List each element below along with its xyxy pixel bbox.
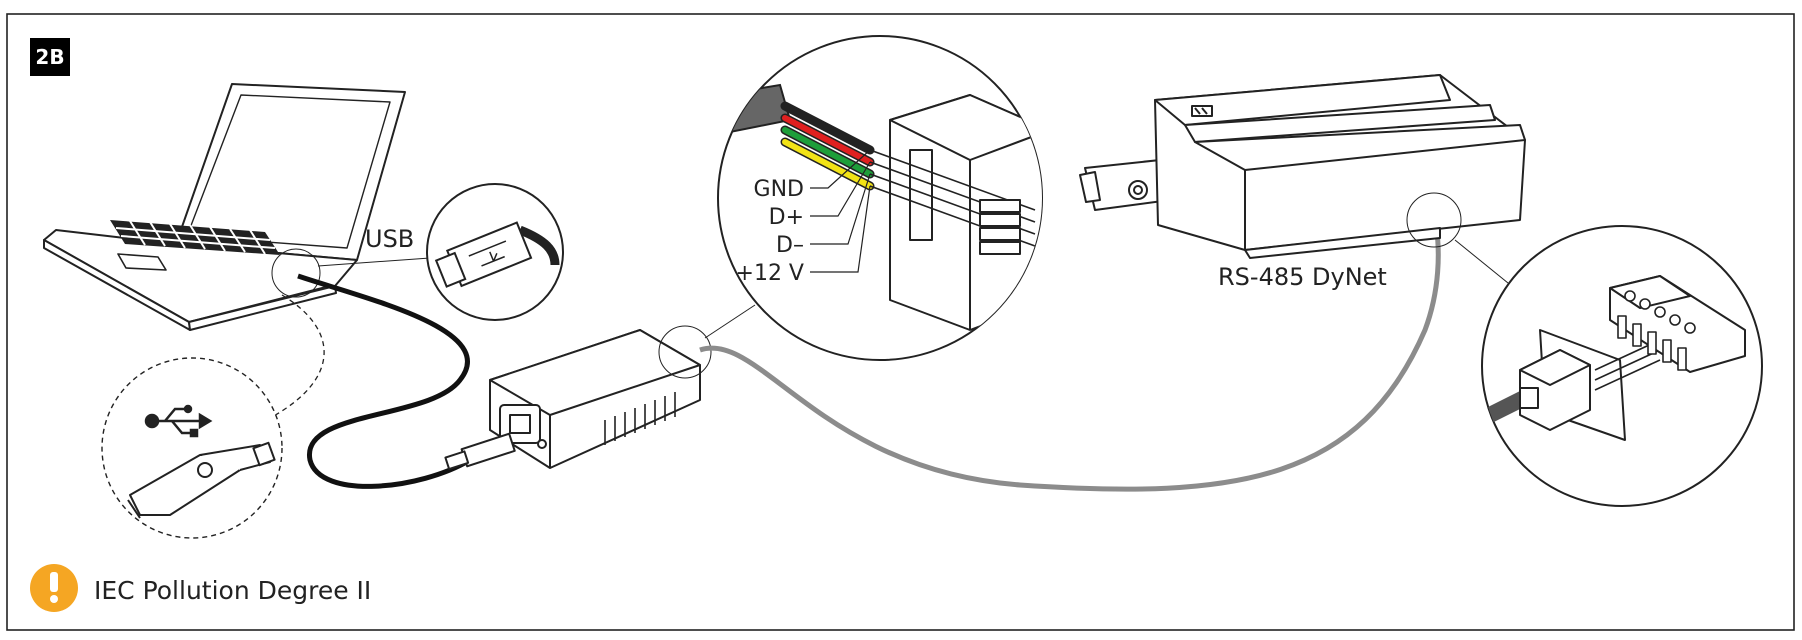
usb-label: USB [365, 225, 414, 253]
device-label: RS-485 DyNet [1218, 263, 1387, 291]
usb-cable [297, 273, 472, 489]
device-port-callout [1406, 192, 1462, 248]
laptop-icon [43, 83, 406, 331]
wire-label-dminus: D– [776, 233, 804, 258]
interface-port-callout [658, 325, 712, 379]
wire-label-dplus: D+ [769, 205, 804, 230]
usb-stick-icon [101, 357, 283, 539]
wire-label-12v: +12 V [736, 261, 804, 286]
wire-red [782, 115, 873, 165]
wire-green [782, 127, 873, 177]
dashed-alternative-link [269, 294, 325, 419]
wire-label-gnd: GND [754, 177, 804, 202]
step-badge: 2B [30, 38, 70, 76]
wire-yellow [782, 139, 873, 189]
usb-interface-icon [444, 329, 701, 471]
terminal-block-icon [1481, 225, 1763, 507]
step-badge-text: 2B [35, 45, 64, 69]
rj-connector-icon: GND D+ D– +12 V [717, 35, 1043, 361]
din-rail-device-icon [1079, 74, 1526, 259]
usb-plug-icon [426, 183, 564, 321]
dynet-cable [699, 224, 1441, 492]
warning: IEC Pollution Degree II [30, 564, 371, 612]
usb-symbol-icon [144, 404, 213, 438]
laptop-port-callout [271, 248, 321, 298]
warning-text: IEC Pollution Degree II [94, 576, 371, 605]
wire-black [782, 103, 873, 153]
warning-icon [30, 564, 78, 612]
